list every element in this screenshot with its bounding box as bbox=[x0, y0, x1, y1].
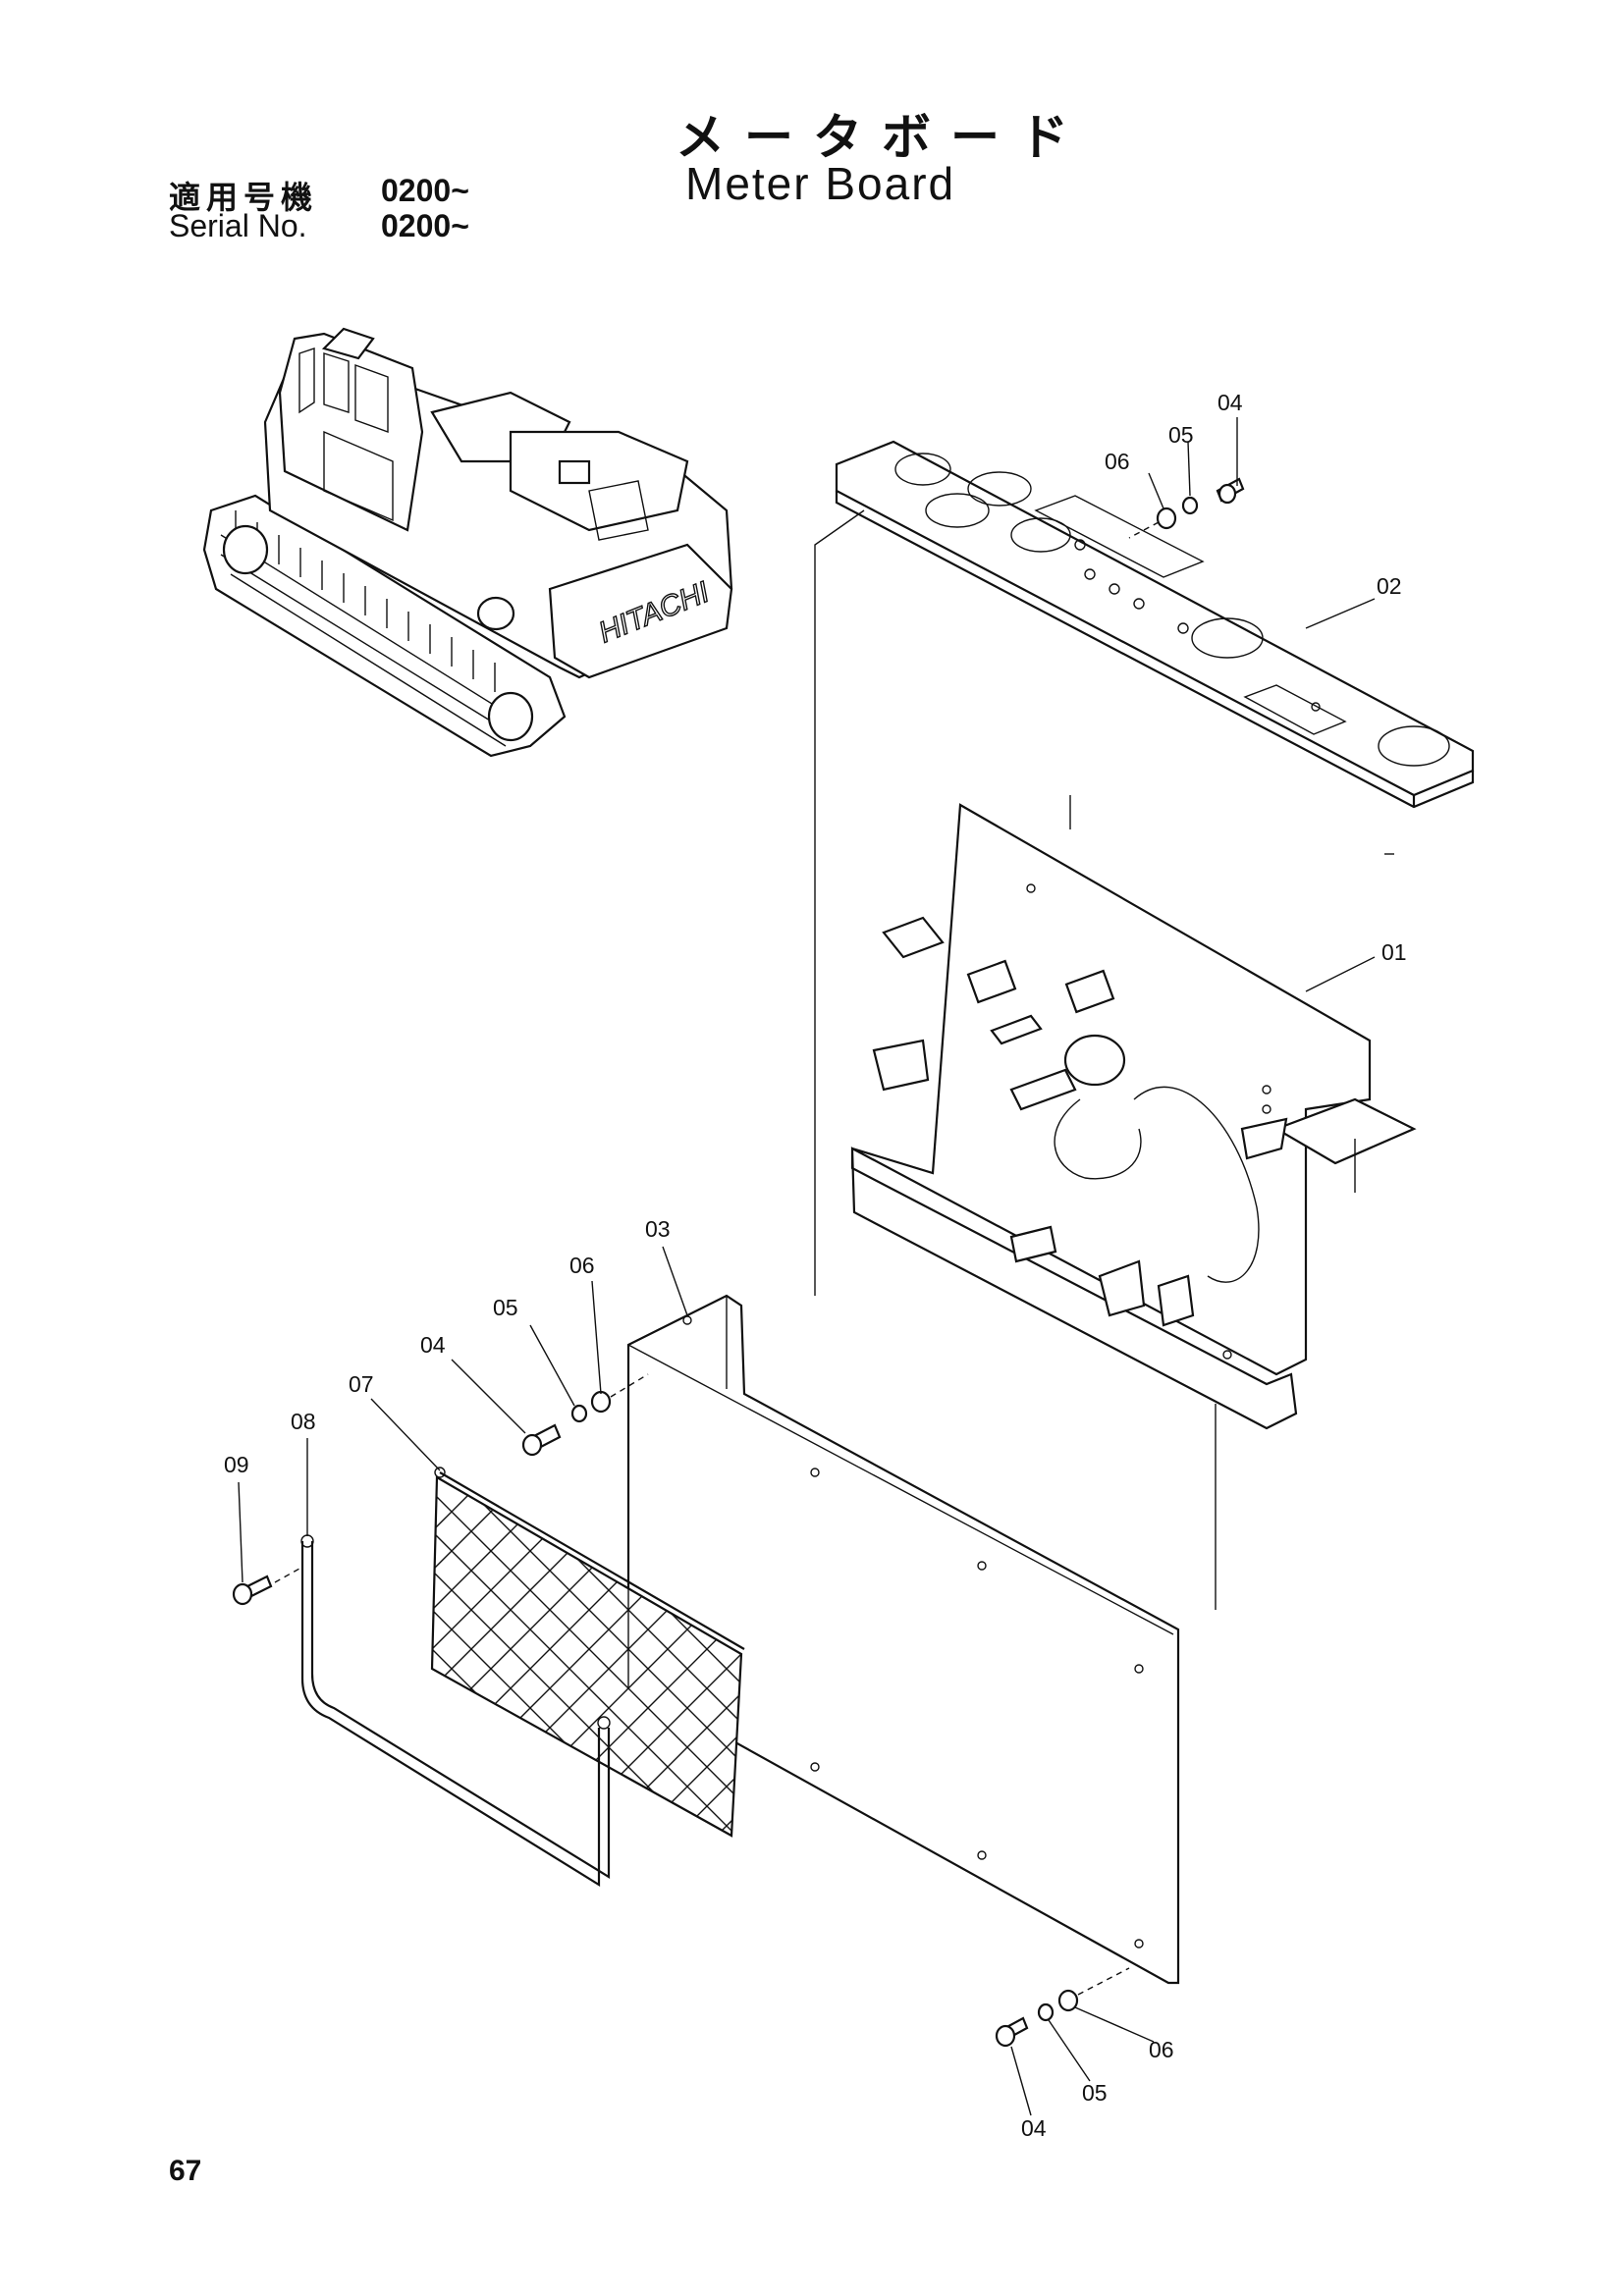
serial-label-japanese: 適用号機 bbox=[169, 179, 319, 216]
callout-06-bot: 06 bbox=[1149, 2037, 1174, 2062]
callout-06-mid: 06 bbox=[569, 1253, 595, 1278]
excavator-illustration: HITACHI bbox=[202, 327, 733, 758]
callout-02: 02 bbox=[1377, 573, 1402, 599]
assembly-lines bbox=[238, 417, 1394, 2116]
callout-07: 07 bbox=[349, 1371, 374, 1397]
part-09-bolt bbox=[232, 1568, 300, 1606]
callout-06-top: 06 bbox=[1105, 449, 1130, 474]
page-number: 67 bbox=[169, 2155, 202, 2187]
serial-label-english: Serial No. bbox=[169, 208, 307, 243]
bolt-group-top bbox=[1128, 477, 1245, 539]
callout-03: 03 bbox=[645, 1216, 671, 1242]
serial-value-japanese: 0200~ bbox=[381, 173, 469, 208]
callout-04-mid: 04 bbox=[420, 1332, 446, 1358]
callout-09: 09 bbox=[224, 1452, 249, 1477]
serial-value-english: 0200~ bbox=[381, 208, 469, 243]
part-02-meter-panel bbox=[835, 440, 1475, 809]
callout-05-top: 05 bbox=[1168, 422, 1194, 448]
callout-04-top: 04 bbox=[1217, 390, 1243, 415]
bolt-group-bottom bbox=[995, 1967, 1130, 2048]
bolt-group-middle bbox=[521, 1373, 649, 1457]
callout-01: 01 bbox=[1381, 939, 1407, 965]
page-title-japanese: メータボード bbox=[676, 109, 1088, 166]
part-01-bracket-board bbox=[850, 803, 1417, 1430]
page-title-english: Meter Board bbox=[685, 158, 956, 209]
part-03-cover-plate bbox=[626, 1294, 1180, 1985]
callout-04-bot: 04 bbox=[1021, 2115, 1047, 2141]
callout-05-bot: 05 bbox=[1082, 2080, 1108, 2106]
callout-08: 08 bbox=[291, 1409, 316, 1434]
callout-05-mid: 05 bbox=[493, 1295, 518, 1320]
